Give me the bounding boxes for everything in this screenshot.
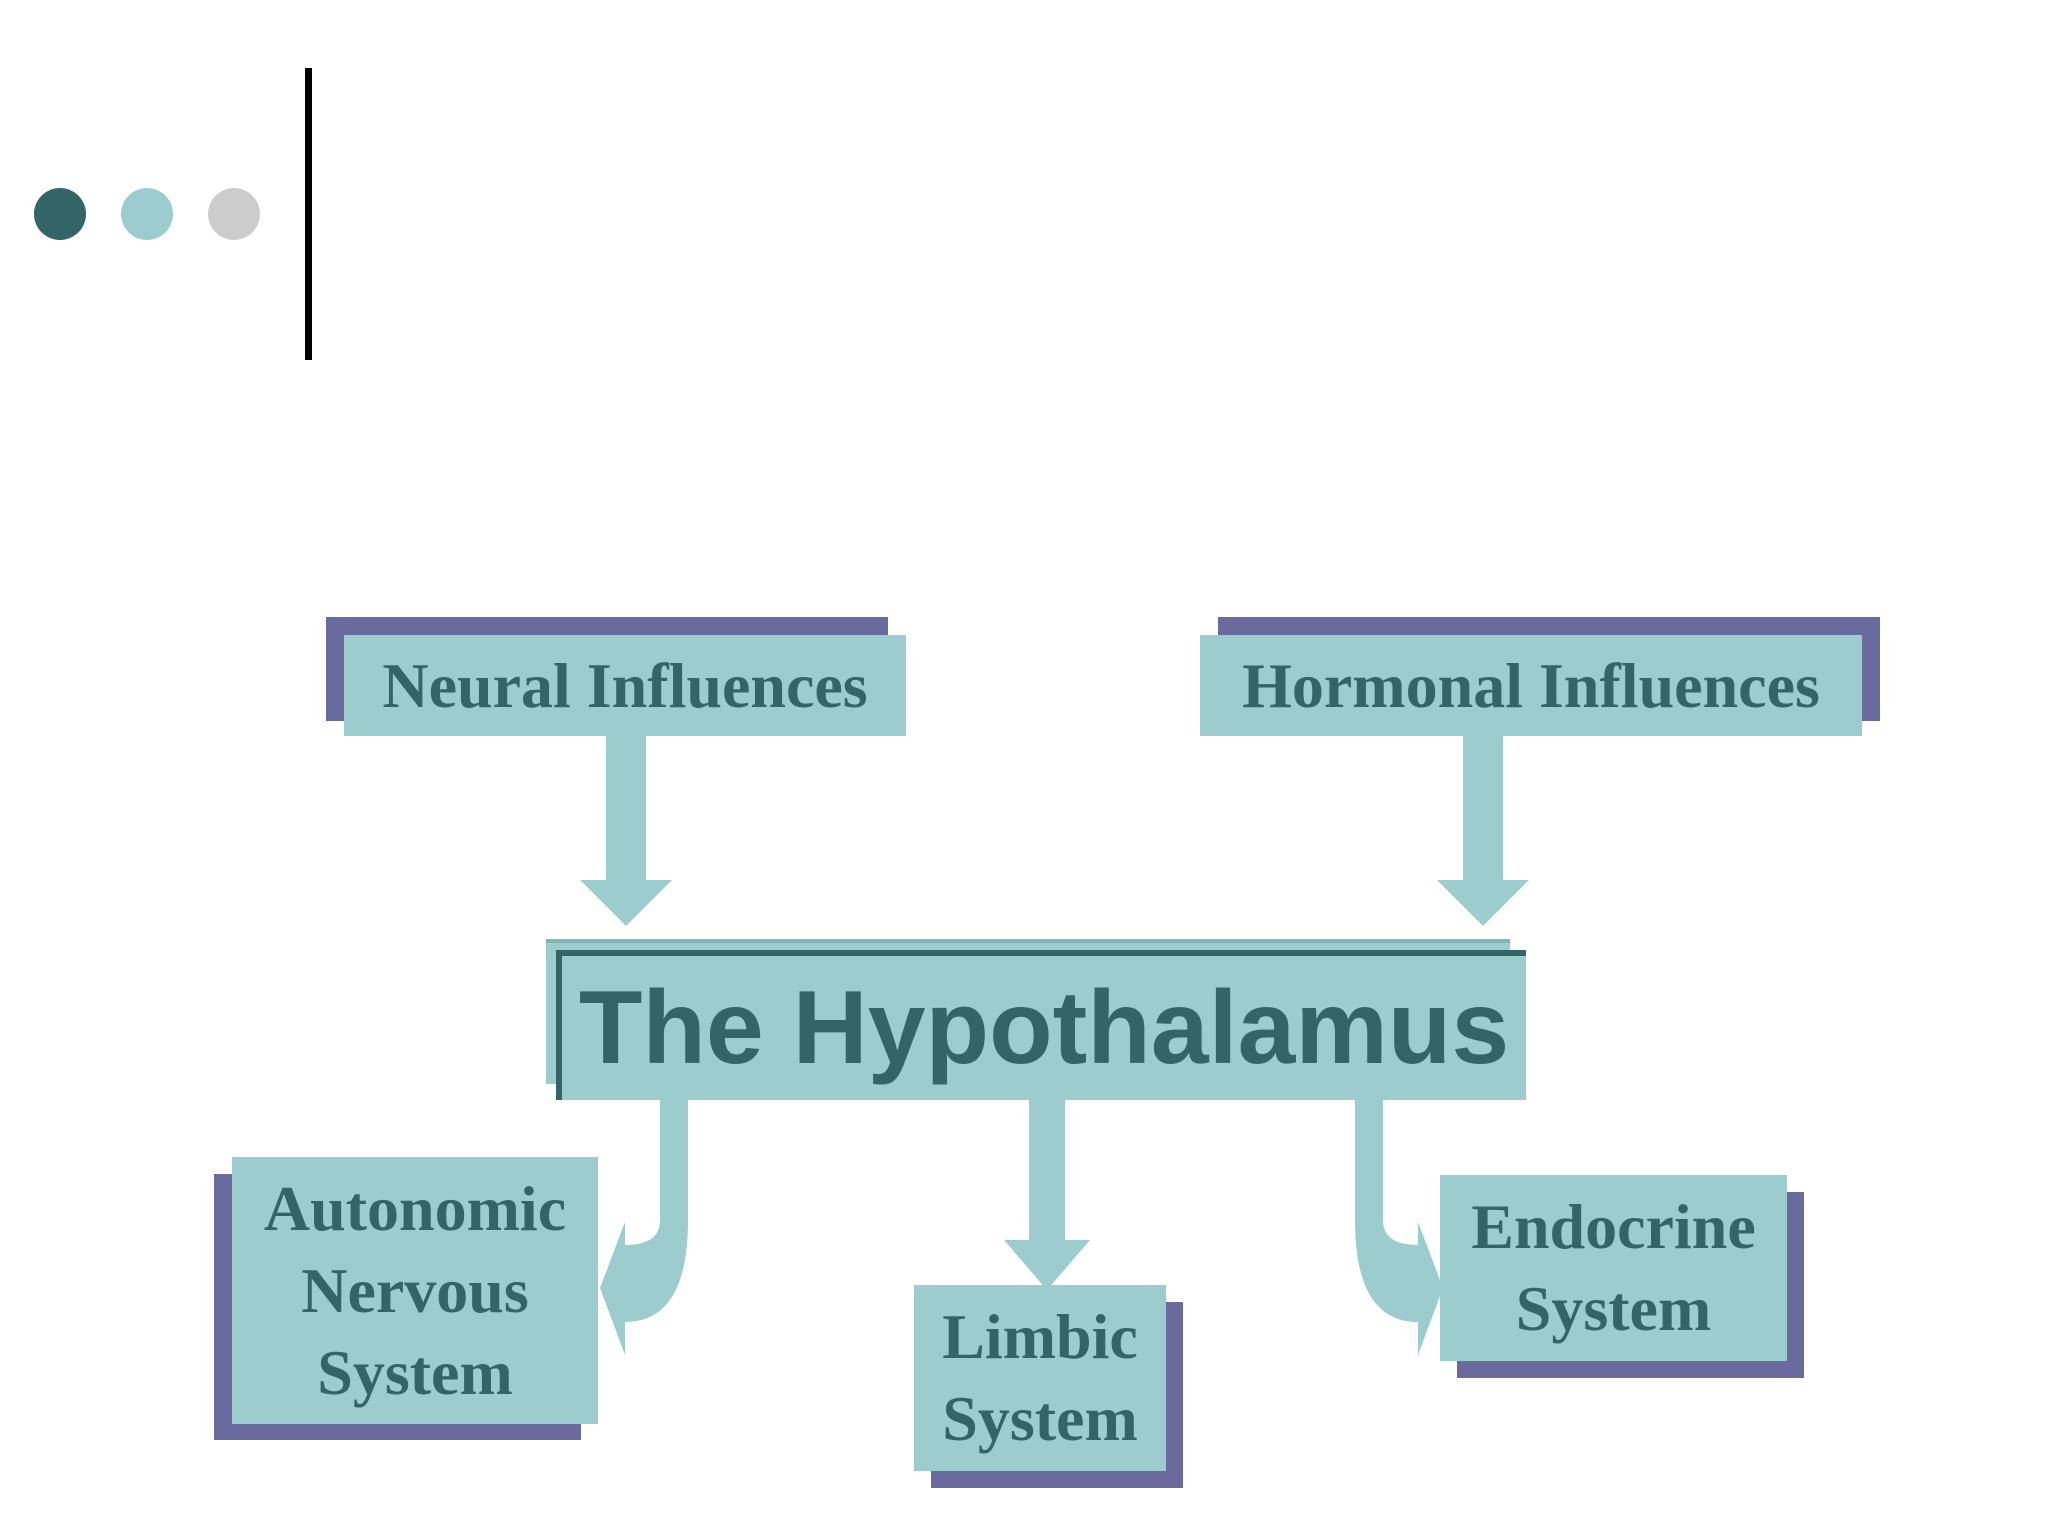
autonomic-nervous-system-box: Autonomic Nervous System (232, 1157, 598, 1424)
hypothalamus-box: The Hypothalamus (556, 950, 1526, 1100)
hypothalamus-label: The Hypothalamus (578, 969, 1510, 1086)
arrow-hypothalamus-to-autonomic (600, 1098, 688, 1355)
endocrine-line-2: System (1515, 1273, 1712, 1344)
endocrine-line-1: Endocrine (1471, 1191, 1756, 1262)
limbic-line-1: Limbic (942, 1301, 1138, 1372)
dot-gray (208, 188, 260, 240)
hormonal-influences-box: Hormonal Influences (1200, 635, 1862, 736)
limbic-system-box: Limbic System (914, 1285, 1166, 1471)
autonomic-line-2: Nervous (301, 1254, 529, 1326)
arrow-hypothalamus-to-limbic (1004, 1098, 1090, 1290)
hormonal-influences-label: Hormonal Influences (1242, 649, 1820, 721)
limbic-line-2: System (942, 1383, 1138, 1454)
dot-dark (34, 188, 86, 240)
title-divider-line (305, 68, 312, 360)
arrow-hypothalamus-to-endocrine (1355, 1098, 1443, 1355)
dot-light (121, 188, 173, 240)
arrow-hormonal-to-hypothalamus (1437, 735, 1529, 926)
endocrine-system-box: Endocrine System (1440, 1175, 1787, 1361)
neural-influences-box: Neural Influences (344, 635, 906, 736)
autonomic-line-1: Autonomic (263, 1172, 567, 1244)
autonomic-line-3: System (317, 1336, 513, 1408)
arrow-neural-to-hypothalamus (580, 735, 672, 926)
neural-influences-label: Neural Influences (382, 649, 868, 721)
